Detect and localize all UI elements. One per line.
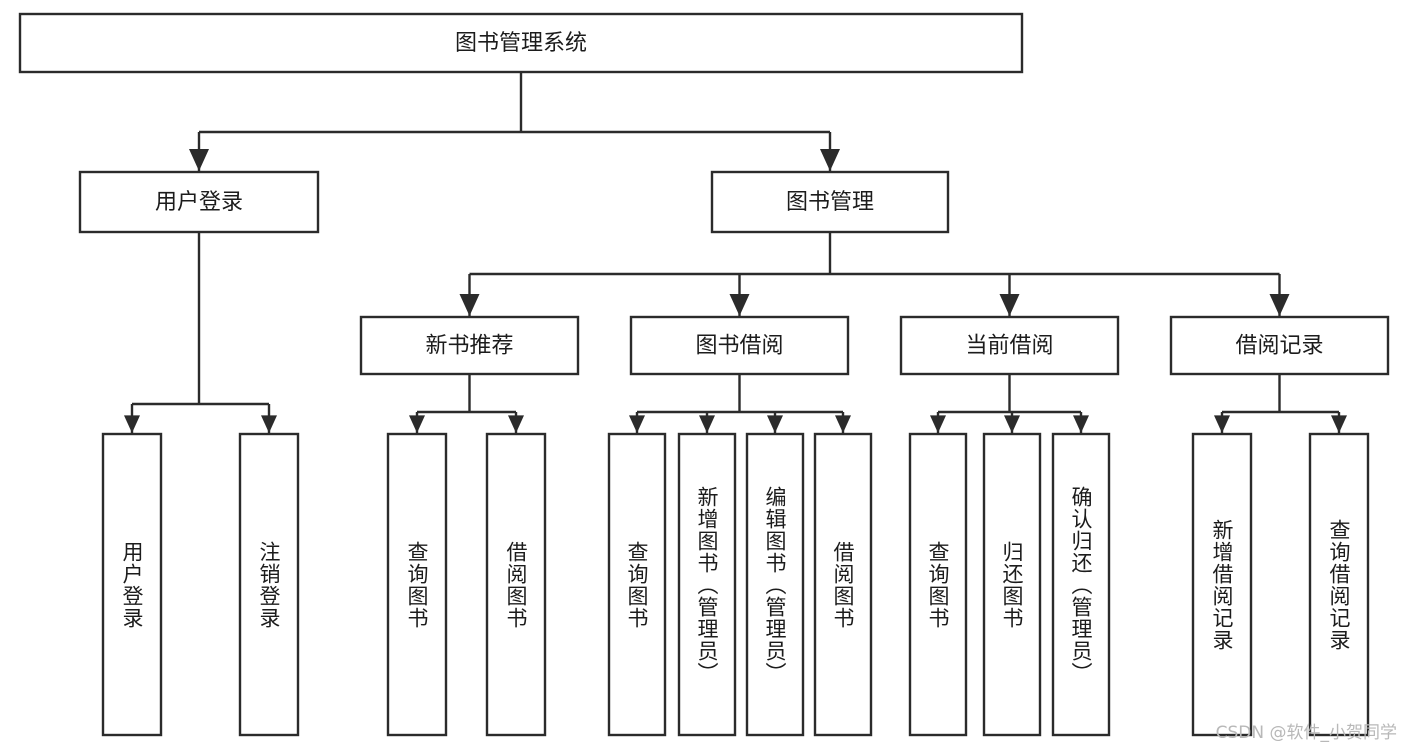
arrow-head-icon: [629, 415, 645, 433]
node-box-root[interactable]: [18, 12, 1024, 74]
node-box-leaf-query-record[interactable]: [1308, 432, 1370, 737]
node-box-current-borrow[interactable]: [899, 315, 1120, 376]
arrow-head-icon: [729, 294, 750, 316]
node-label-book-borrow: 图书借阅: [695, 334, 783, 359]
node-box-new-book-rec[interactable]: [359, 315, 580, 376]
arrow-head-icon: [189, 149, 209, 171]
node-label-root: 图书管理系统: [455, 31, 587, 56]
arrow-head-icon: [820, 149, 840, 171]
arrow-head-icon: [930, 415, 946, 433]
arrow-head-icon: [835, 415, 851, 433]
watermark-text: CSDN @软件_小贺同学: [1215, 723, 1397, 743]
arrow-head-icon: [1331, 415, 1347, 433]
arrow-head-icon: [409, 415, 425, 433]
node-box-leaf-confirm-return[interactable]: [1051, 432, 1111, 737]
node-box-leaf-add-record[interactable]: [1191, 432, 1253, 737]
arrow-head-icon: [999, 294, 1020, 316]
node-box-leaf-query-book-rec[interactable]: [386, 432, 448, 737]
arrow-head-icon: [1269, 294, 1290, 316]
node-label-book-manage: 图书管理: [786, 190, 874, 215]
node-label-current-borrow: 当前借阅: [965, 334, 1053, 359]
node-label-new-book-rec: 新书推荐: [425, 334, 513, 359]
node-box-leaf-query-book-cur[interactable]: [908, 432, 968, 737]
node-box-leaf-add-book[interactable]: [677, 432, 737, 737]
arrow-head-icon: [1004, 415, 1020, 433]
node-box-leaf-borrow-book-rec[interactable]: [485, 432, 547, 737]
arrow-head-icon: [508, 415, 524, 433]
boxes-layer: [18, 12, 1390, 737]
arrow-head-icon: [1214, 415, 1230, 433]
arrow-head-icon: [767, 415, 783, 433]
arrow-head-icon: [1073, 415, 1089, 433]
node-box-user-login[interactable]: [78, 170, 320, 234]
node-box-leaf-edit-book[interactable]: [745, 432, 805, 737]
arrow-head-icon: [124, 415, 140, 433]
node-box-leaf-query-book-borrow[interactable]: [607, 432, 667, 737]
node-box-leaf-borrow-book[interactable]: [813, 432, 873, 737]
arrow-head-icon: [459, 294, 480, 316]
node-box-leaf-logout[interactable]: [238, 432, 300, 737]
arrow-head-icon: [699, 415, 715, 433]
node-box-book-manage[interactable]: [710, 170, 950, 234]
node-label-user-login: 用户登录: [155, 190, 243, 215]
connectors-layer: [124, 72, 1347, 433]
node-box-book-borrow[interactable]: [629, 315, 850, 376]
node-box-borrow-record[interactable]: [1169, 315, 1390, 376]
node-label-borrow-record: 借阅记录: [1235, 334, 1323, 359]
node-box-leaf-user-login[interactable]: [101, 432, 163, 737]
arrow-head-icon: [261, 415, 277, 433]
node-box-leaf-return-book[interactable]: [982, 432, 1042, 737]
